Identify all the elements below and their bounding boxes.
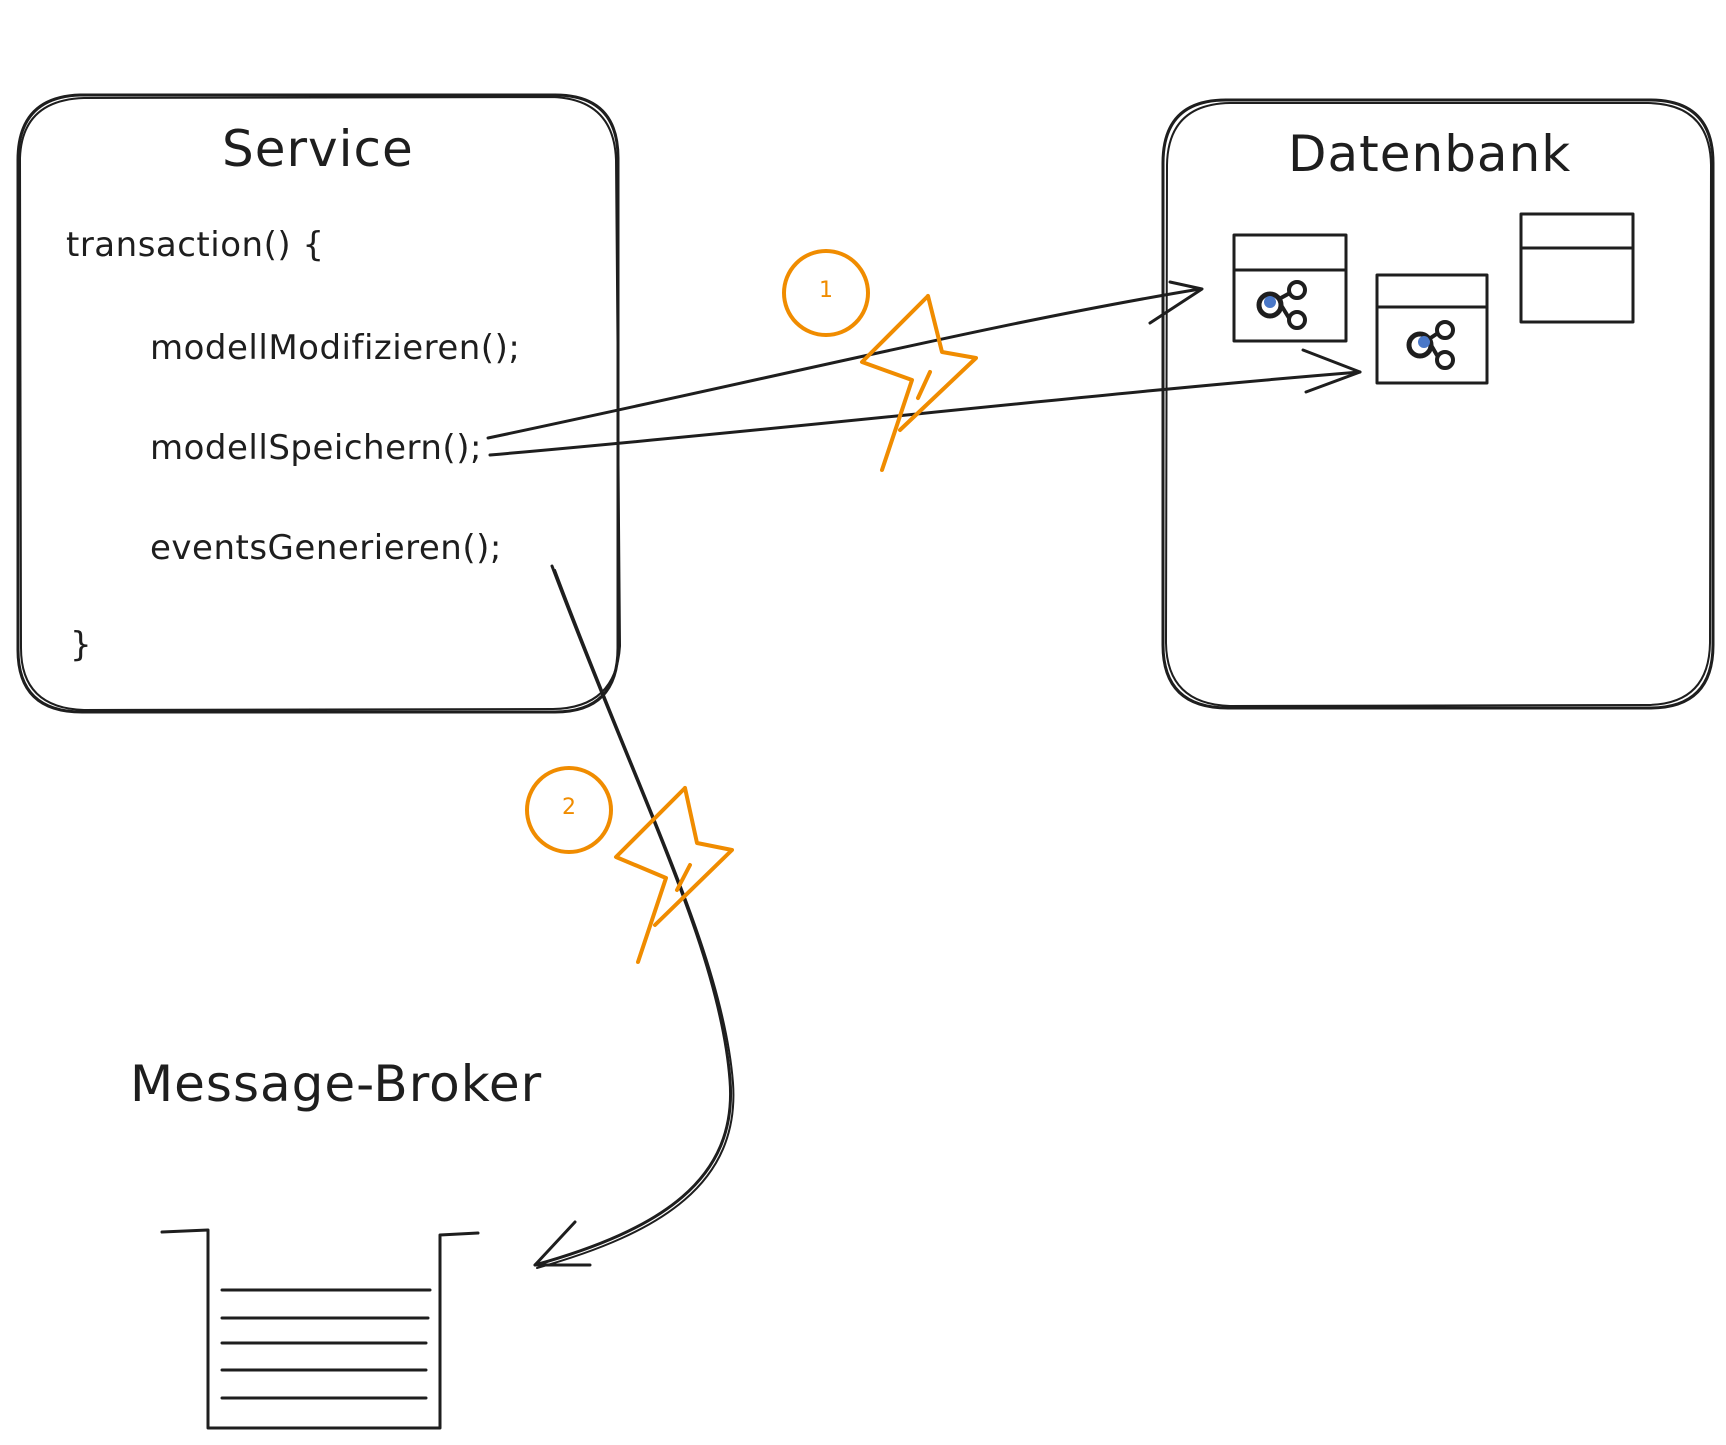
- step-2-circle: [525, 766, 613, 854]
- lightning-icon: [614, 786, 734, 964]
- db-table-1: [1232, 233, 1348, 343]
- service-title: Service: [222, 120, 414, 178]
- save-arrow-2: [488, 348, 1362, 457]
- code-line-transaction: transaction() {: [66, 225, 325, 265]
- code-line-events: eventsGenerieren();: [150, 528, 502, 568]
- broker-title: Message-Broker: [130, 1055, 543, 1113]
- step-1-circle: [782, 249, 870, 337]
- save-arrow-1: [486, 280, 1204, 440]
- graph-nodes-icon: [1406, 320, 1455, 370]
- code-line-close: }: [70, 625, 93, 665]
- graph-nodes-icon: [1256, 280, 1307, 330]
- events-arrow: [533, 564, 735, 1269]
- message-queue: [160, 1228, 480, 1430]
- step-2-label: 2: [562, 795, 576, 820]
- db-table-3: [1519, 212, 1635, 324]
- db-table-2: [1375, 273, 1489, 385]
- service-box: [16, 93, 621, 714]
- code-line-modify: modellModifizieren();: [150, 328, 521, 368]
- lightning-icon: [860, 294, 978, 472]
- database-title: Datenbank: [1288, 125, 1572, 183]
- code-line-save: modellSpeichern();: [150, 428, 482, 468]
- database-box: [1161, 98, 1715, 710]
- step-1-label: 1: [819, 278, 833, 303]
